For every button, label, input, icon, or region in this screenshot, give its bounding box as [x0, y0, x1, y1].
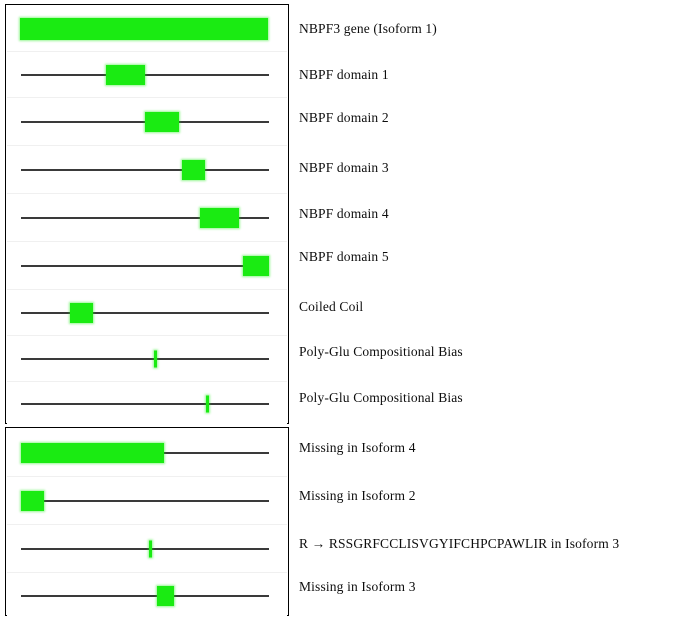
feature-track-row[interactable]: [7, 290, 287, 336]
feature-block[interactable]: [182, 159, 205, 180]
feature-block[interactable]: [157, 585, 174, 606]
feature-label: Missing in Isoform 4: [299, 440, 416, 455]
feature-track-row[interactable]: [7, 429, 287, 477]
feature-label: R → RSSGRFCCLISVGYIFCHPCPAWLIR in Isofor…: [299, 536, 620, 551]
feature-axis-line: [21, 311, 269, 314]
feature-axis-line: [21, 264, 269, 267]
feature-axis-line: [21, 547, 269, 550]
feature-track-row[interactable]: [7, 477, 287, 525]
feature-label: Coiled Coil: [299, 299, 364, 314]
feature-block[interactable]: [21, 442, 164, 463]
feature-label: NBPF domain 4: [299, 206, 389, 221]
feature-label: NBPF domain 5: [299, 249, 389, 264]
feature-label: Missing in Isoform 3: [299, 579, 416, 594]
feature-track-row[interactable]: [7, 336, 287, 382]
feature-track-row[interactable]: [7, 146, 287, 194]
feature-track-row[interactable]: [7, 525, 287, 573]
feature-track-row[interactable]: [7, 382, 287, 426]
feature-block[interactable]: [70, 302, 93, 323]
full-length-feature-bar[interactable]: [20, 17, 268, 40]
feature-block[interactable]: [145, 111, 179, 132]
feature-axis-line: [21, 594, 269, 597]
feature-label: NBPF domain 1: [299, 67, 389, 82]
feature-axis-line: [21, 73, 269, 76]
feature-axis-line: [21, 216, 269, 219]
feature-block[interactable]: [200, 207, 239, 228]
feature-label: NBPF domain 3: [299, 160, 389, 175]
feature-block[interactable]: [243, 255, 269, 276]
feature-tick-mark[interactable]: [149, 540, 152, 557]
feature-label: NBPF domain 2: [299, 110, 389, 125]
feature-label: Poly-Glu Compositional Bias: [299, 344, 463, 359]
feature-track-row[interactable]: [7, 98, 287, 146]
feature-label: NBPF3 gene (Isoform 1): [299, 21, 437, 36]
feature-tick-mark[interactable]: [154, 350, 157, 367]
feature-label: Poly-Glu Compositional Bias: [299, 390, 463, 405]
feature-axis-line: [21, 403, 269, 405]
feature-track-row[interactable]: [7, 6, 287, 52]
feature-block[interactable]: [106, 64, 145, 85]
feature-axis-line: [21, 168, 269, 171]
feature-label: Missing in Isoform 2: [299, 488, 416, 503]
feature-track-row[interactable]: [7, 52, 287, 98]
feature-axis-line: [21, 499, 269, 502]
feature-axis-line: [21, 357, 269, 360]
feature-track-row[interactable]: [7, 573, 287, 618]
feature-block[interactable]: [21, 490, 44, 511]
feature-tick-mark[interactable]: [206, 395, 209, 413]
feature-track-row[interactable]: [7, 242, 287, 290]
feature-track-row[interactable]: [7, 194, 287, 242]
